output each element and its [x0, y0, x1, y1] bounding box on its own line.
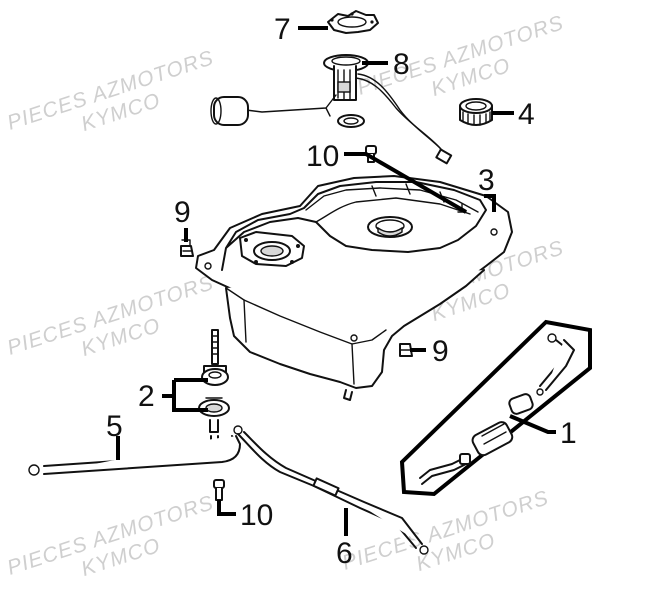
part-3-fuel-tank — [195, 175, 513, 401]
leader-line-3 — [484, 194, 496, 212]
callout-6: 6 — [336, 537, 353, 570]
callout-2: 2 — [138, 380, 155, 413]
leader-line-10-lower — [217, 500, 236, 516]
part-6-fuel-hose — [237, 431, 429, 555]
part-7-gauge-cover — [327, 10, 379, 34]
part-4-fuel-cap — [459, 98, 493, 126]
callout-labels: 7 8 4 10 3 9 9 2 5 1 10 6 — [106, 13, 577, 570]
leader-line-1 — [509, 414, 556, 434]
callout-9-lower: 9 — [432, 335, 449, 368]
callout-9-upper: 9 — [174, 196, 191, 229]
callout-7: 7 — [274, 13, 291, 46]
callout-8: 8 — [393, 48, 410, 81]
part-5-breather-hose — [28, 425, 243, 476]
part-2-fuel-valve — [198, 329, 230, 445]
callout-4: 4 — [518, 98, 535, 131]
part-8-fuel-sender — [210, 54, 453, 165]
leader-lines — [116, 26, 556, 536]
sender-gasket — [337, 114, 365, 128]
leader-line-10-upper — [344, 152, 468, 214]
part-1-fuel-filter-kit — [399, 319, 592, 497]
callout-5: 5 — [106, 410, 123, 443]
part-10-bolt-lower — [213, 479, 225, 501]
callout-1: 1 — [560, 417, 577, 450]
callout-10-lower: 10 — [240, 499, 273, 532]
part-9-clip-upper — [180, 239, 194, 257]
part-9-clip-lower — [399, 343, 413, 357]
callout-3: 3 — [478, 164, 495, 197]
callout-10-upper: 10 — [306, 140, 339, 173]
leader-line-2 — [162, 378, 208, 412]
